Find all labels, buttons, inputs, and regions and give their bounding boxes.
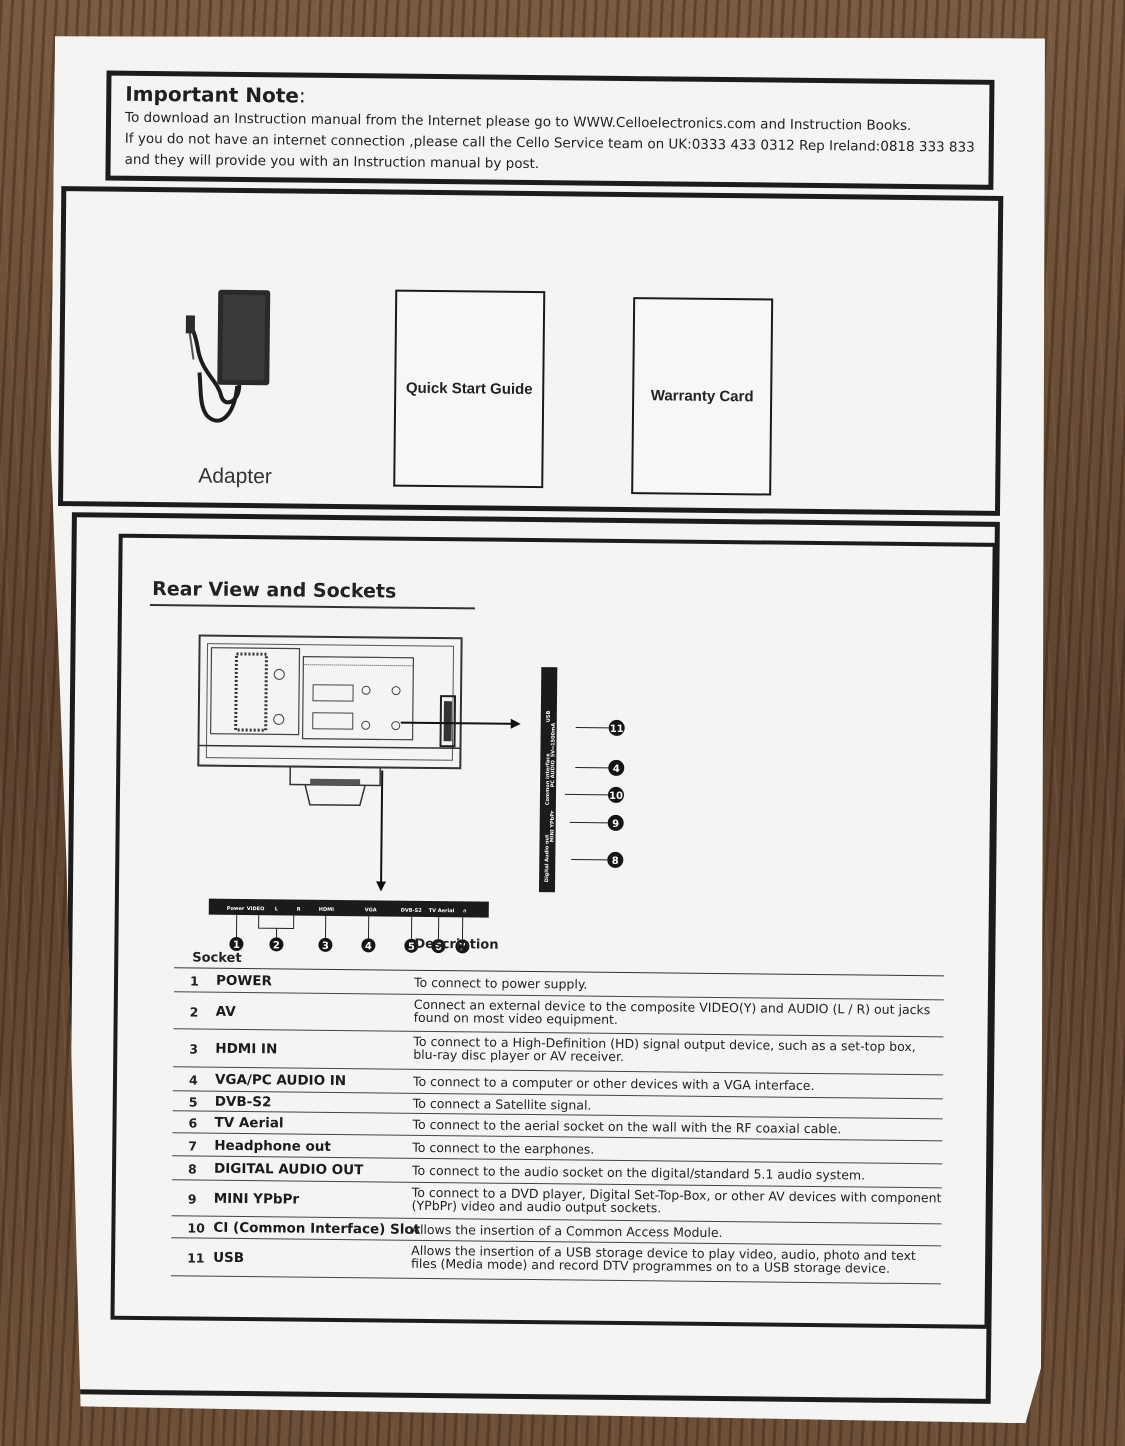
adapter-label: Adapter — [198, 464, 272, 489]
socket-number: 3 — [189, 1041, 199, 1057]
socket-name: MINI YPbPr — [213, 1190, 300, 1208]
svg-text:L: L — [275, 906, 279, 912]
svg-text:1: 1 — [233, 940, 240, 951]
important-note-box: Important Note: To download an Instructi… — [105, 71, 994, 190]
section-title: Rear View and Sockets — [152, 578, 397, 603]
svg-text:Digital Audio out: Digital Audio out — [544, 834, 551, 882]
bottom-callouts: 1 2 3 4 5 6 7 — [229, 915, 469, 954]
socket-description: To connect to the earphones. — [412, 1139, 595, 1157]
svg-text:R: R — [297, 907, 301, 913]
socket-description: Allows the insertion of a Common Access … — [411, 1221, 723, 1241]
socket-description: To connect to a computer or other device… — [412, 1073, 815, 1094]
tv-rear-illustration — [198, 636, 462, 807]
svg-text:11: 11 — [610, 724, 624, 735]
svg-text:VIDEO: VIDEO — [247, 906, 265, 912]
socket-number: 7 — [188, 1138, 198, 1154]
socket-name: DIGITAL AUDIO OUT — [213, 1160, 364, 1179]
svg-text:7: 7 — [459, 942, 466, 953]
socket-number: 2 — [189, 1004, 199, 1020]
socket-description: Allows the insertion of a USB storage de… — [411, 1242, 916, 1276]
socket-description: Connect an external device to the compos… — [413, 996, 931, 1027]
accessories-box: Adapter Quick Start Guide Warranty Card — [58, 186, 1003, 516]
socket-number: 4 — [188, 1072, 198, 1088]
svg-text:TV Aerial: TV Aerial — [429, 908, 455, 914]
socket-name: Headphone out — [214, 1137, 331, 1155]
svg-text:10: 10 — [609, 791, 623, 802]
socket-description: To connect a Satellite signal. — [412, 1095, 592, 1113]
rear-view-inner-box: Rear View and Sockets — [110, 534, 996, 1329]
socket-description: To connect to a DVD player, Digital Set-… — [411, 1184, 942, 1216]
side-connector-panel: USB 5V⎓1500mA PC AUDIO Common Interface … — [539, 667, 557, 892]
adapter-illustration — [179, 287, 301, 438]
svg-text:5V⎓1500mA: 5V⎓1500mA — [550, 723, 556, 758]
svg-text:9: 9 — [612, 819, 619, 830]
header-description: Description — [414, 936, 499, 953]
svg-text:Power: Power — [227, 906, 245, 912]
svg-text:USB: USB — [546, 711, 552, 723]
note-title-colon: : — [298, 83, 306, 108]
section-underline — [150, 604, 475, 609]
socket-description: To connect to the audio socket on the di… — [411, 1162, 866, 1183]
svg-text:2: 2 — [273, 940, 280, 951]
svg-text:3: 3 — [322, 941, 329, 952]
svg-text:MINI YPbPr: MINI YPbPr — [550, 810, 556, 842]
warranty-card-label: Warranty Card — [650, 387, 754, 406]
svg-text:∩: ∩ — [463, 908, 467, 914]
socket-number: 11 — [187, 1250, 205, 1266]
instruction-leaflet: Important Note: To download an Instructi… — [40, 28, 1054, 1423]
power-adapter-icon — [179, 287, 301, 438]
socket-number: 9 — [187, 1191, 197, 1207]
socket-description: To connect to power supply. — [413, 974, 588, 992]
warranty-card: Warranty Card — [631, 297, 773, 495]
note-line-3: and they will provide you with an Instru… — [124, 151, 540, 173]
socket-name: USB — [213, 1249, 245, 1267]
socket-number: 5 — [188, 1094, 198, 1110]
socket-description: To connect to a High-Definition (HD) sig… — [413, 1033, 916, 1065]
header-socket: Socket — [192, 950, 242, 967]
socket-number: 6 — [188, 1115, 198, 1131]
note-title: Important Note: — [125, 82, 975, 115]
bottom-connector-panel: Power VIDEO L R HDMI VGA DVB-S2 TV Aeria… — [209, 899, 489, 918]
socket-name: CI (Common Interface) Slot — [213, 1219, 421, 1238]
svg-text:HDMI: HDMI — [319, 907, 334, 913]
rear-view-outer-box: Rear View and Sockets — [63, 512, 1000, 1404]
socket-name: AV — [215, 1003, 236, 1020]
socket-name: TV Aerial — [214, 1114, 284, 1132]
quick-start-guide-label: Quick Start Guide — [405, 379, 533, 399]
svg-text:4: 4 — [365, 941, 372, 952]
socket-name: VGA/PC AUDIO IN — [214, 1071, 347, 1090]
table-body: 1 POWER To connect to power supply. 2 AV Conn… — [171, 968, 944, 1284]
side-callouts: 11 4 10 9 8 — [564, 719, 625, 868]
svg-text:4: 4 — [613, 764, 620, 775]
svg-text:PC AUDIO: PC AUDIO — [550, 760, 556, 787]
svg-text:VGA: VGA — [365, 907, 377, 913]
socket-description: To connect to the aerial socket on the w… — [412, 1116, 842, 1137]
svg-text:Common Interface: Common Interface — [545, 753, 552, 805]
rear-view-diagram: Power VIDEO L R HDMI VGA DVB-S2 TV Aeria… — [188, 623, 951, 961]
socket-number: 10 — [187, 1220, 205, 1236]
svg-text:5: 5 — [408, 942, 415, 953]
note-title-text: Important Note — [125, 81, 300, 108]
svg-text:DVB-S2: DVB-S2 — [401, 908, 423, 914]
socket-name: DVB-S2 — [214, 1093, 272, 1111]
socket-number: 8 — [187, 1161, 197, 1177]
table-row: 11 USB Allows the insertion of a USB stora… — [171, 1238, 941, 1284]
quick-start-guide-card: Quick Start Guide — [393, 290, 545, 489]
socket-name: POWER — [215, 972, 273, 990]
socket-name: HDMI IN — [215, 1040, 278, 1058]
svg-text:6: 6 — [435, 942, 442, 953]
svg-text:8: 8 — [612, 856, 619, 867]
socket-number: 1 — [189, 973, 199, 989]
